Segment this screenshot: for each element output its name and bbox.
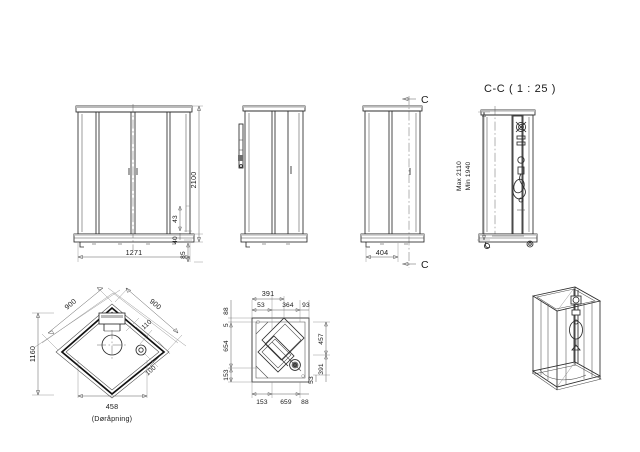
section-label-c-bottom: C xyxy=(421,259,429,271)
view-isometric xyxy=(531,286,602,391)
dim-plan-bottom-88: 88 xyxy=(301,399,309,406)
dim-section-max: Max 2110 xyxy=(456,161,463,191)
dim-plan-left-5: 5 xyxy=(223,323,230,327)
dim-plan-bottom-659: 659 xyxy=(280,399,292,406)
dim-front-43: 43 xyxy=(172,215,179,223)
dim-plan-top-93: 93 xyxy=(302,302,310,309)
dim-plan-door-opening: 458 xyxy=(106,402,119,411)
section-label-c-top: C xyxy=(421,94,429,106)
section-marker-top: C xyxy=(402,94,429,106)
dim-plan-height: 1160 xyxy=(28,346,37,362)
dim-front-85: 85 xyxy=(180,251,187,259)
dim-section-min: Min 1940 xyxy=(465,162,472,191)
view-section-cc: C-C ( 1 : 25 ) xyxy=(456,83,556,250)
section-marker-bottom: C xyxy=(402,259,429,271)
dim-plan-right-391: 391 xyxy=(318,363,325,375)
dim-plan-left-654: 654 xyxy=(223,340,230,352)
dim-front-40: 40 xyxy=(172,236,179,244)
view-plan-dimensioned: 391 53 364 93 88 5 654 153 457 391 53 xyxy=(223,289,330,406)
section-cc-title: C-C ( 1 : 25 ) xyxy=(484,83,556,95)
dim-front-width: 1271 xyxy=(126,248,143,257)
dim-front-height: 2100 xyxy=(189,172,198,189)
dim-plan-left-153: 153 xyxy=(223,369,230,381)
dim-plan-top-364: 364 xyxy=(282,302,294,309)
dim-plan-bottom-153: 153 xyxy=(256,399,268,406)
dim-plan-left-88: 88 xyxy=(223,307,230,315)
dim-plan-top-53: 53 xyxy=(257,302,265,309)
label-door-opening: (Døråpning) xyxy=(92,414,133,423)
dim-plan-right-457: 457 xyxy=(318,333,325,345)
view-front-elevation: 2100 1271 43 40 85 xyxy=(73,104,203,263)
view-side-elevation xyxy=(238,105,308,248)
dim-plan-top-391: 391 xyxy=(262,289,275,298)
view-plan-rotated: 900 900 1160 110 100 458 (Døråpning) xyxy=(28,287,187,423)
dim-plan-right-53: 53 xyxy=(308,376,315,384)
view-end-elevation: C C 404 xyxy=(360,94,429,271)
dim-end-depth: 404 xyxy=(376,248,389,257)
